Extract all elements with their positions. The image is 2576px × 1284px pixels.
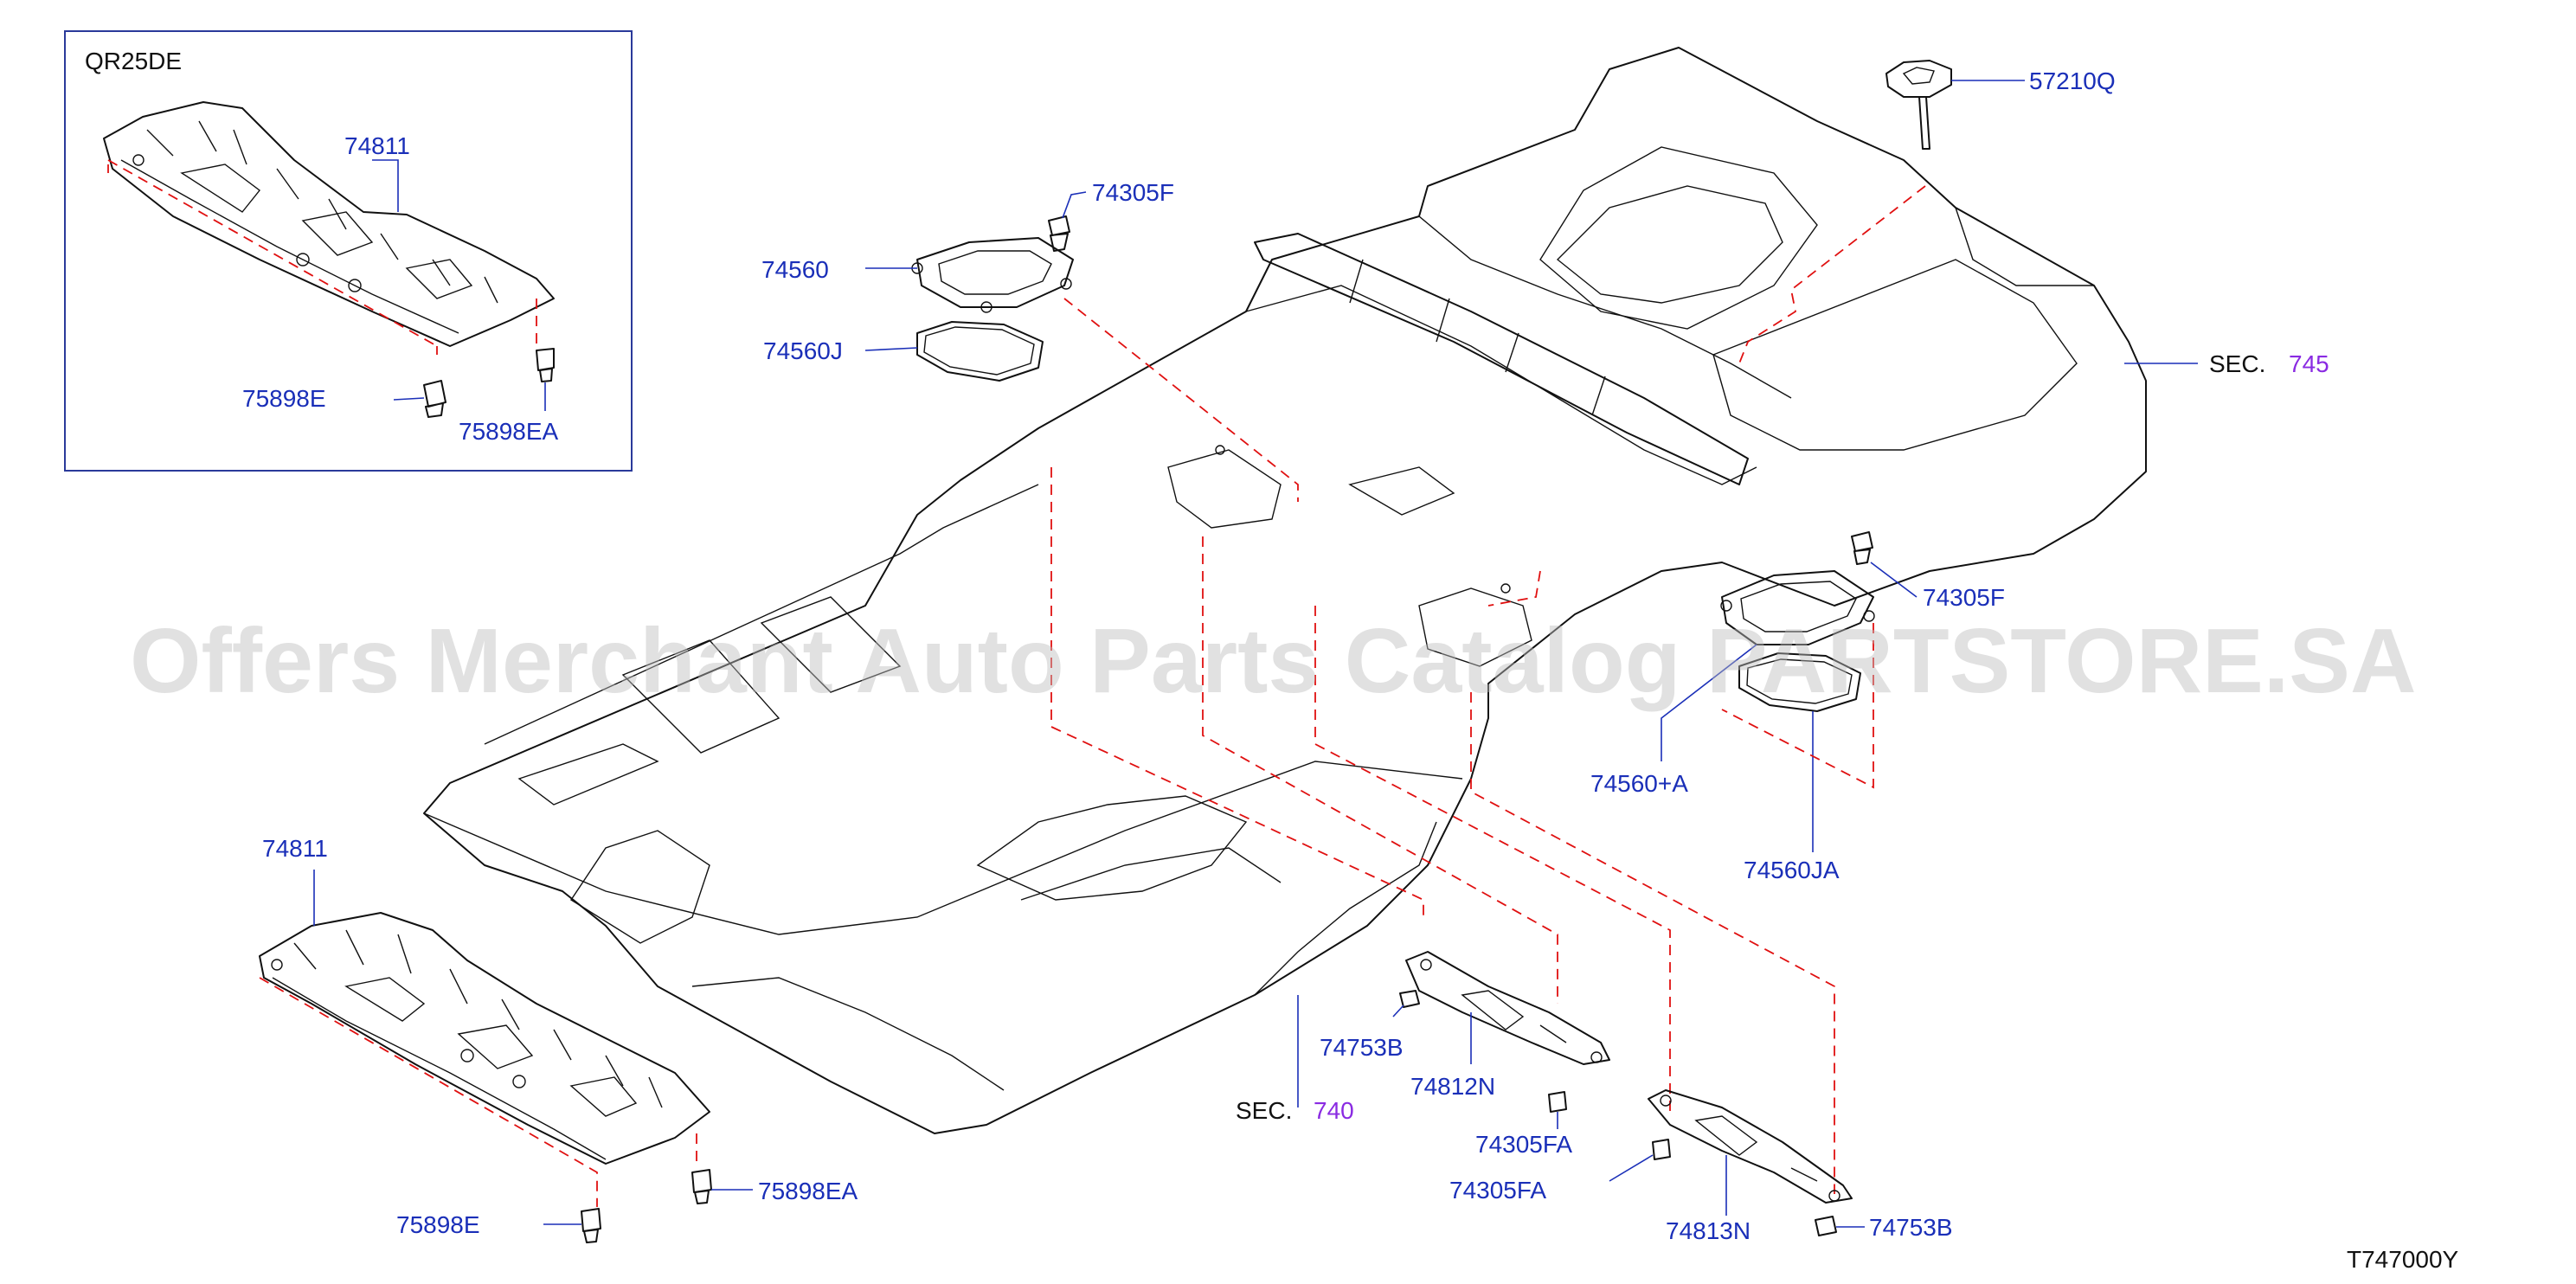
sec-745-number[interactable]: 745 (2289, 350, 2329, 377)
part-74560ja[interactable] (1738, 652, 1861, 712)
label-74811: 74811 (262, 835, 328, 862)
label-75898ea: 75898EA (758, 1178, 858, 1204)
inset-label-75898e: 75898E (242, 385, 326, 412)
part-74560[interactable] (911, 237, 1074, 313)
diagram-code: T747000Y (2347, 1246, 2459, 1273)
label-74560a: 74560+A (1590, 770, 1688, 797)
clip-74305fa-2[interactable] (1652, 1139, 1671, 1160)
inset-label-75898ea: 75898EA (459, 418, 559, 445)
inset-undercover-74811[interactable] (103, 101, 555, 347)
part-74813n[interactable] (1648, 1089, 1853, 1204)
nut-74753b-1[interactable] (1399, 990, 1420, 1008)
inset-title: QR25DE (85, 48, 182, 74)
label-74560ja: 74560JA (1744, 857, 1840, 883)
part-74305f-top[interactable] (1048, 215, 1070, 252)
sec-740-prefix: SEC. (1236, 1097, 1292, 1124)
sec-745-prefix: SEC. (2209, 350, 2265, 377)
label-57210q: 57210Q (2029, 67, 2116, 94)
floor-panel-assembly[interactable] (423, 47, 2147, 1134)
clip-75898e[interactable] (581, 1208, 601, 1243)
label-74305f-top: 74305F (1092, 179, 1174, 206)
clip-75898ea[interactable] (691, 1169, 712, 1204)
part-57210q[interactable] (1885, 60, 1952, 150)
inset-label-74811: 74811 (344, 132, 410, 159)
part-74560j[interactable] (916, 321, 1044, 382)
label-74560j: 74560J (763, 337, 843, 364)
clip-74305fa-1[interactable] (1548, 1091, 1567, 1113)
label-75898e: 75898E (396, 1211, 480, 1238)
part-74812n[interactable] (1405, 951, 1610, 1065)
inset-panel: QR25DE 74811 75898E 75898EA (64, 30, 633, 472)
label-74560: 74560 (761, 256, 829, 283)
label-74305f-right: 74305F (1923, 584, 2005, 611)
sec-740-number[interactable]: 740 (1314, 1097, 1354, 1124)
label-74813n: 74813N (1666, 1217, 1751, 1244)
nut-74753b-2[interactable] (1815, 1216, 1837, 1236)
inset-clip-75898ea[interactable] (536, 348, 555, 382)
label-74305fa-1: 74305FA (1475, 1131, 1572, 1158)
label-74753b-1: 74753B (1320, 1034, 1404, 1061)
part-74305f-right[interactable] (1851, 531, 1873, 565)
label-74753b-2: 74753B (1869, 1214, 1953, 1241)
part-74560a[interactable] (1720, 570, 1875, 645)
label-74305fa-2: 74305FA (1449, 1177, 1546, 1204)
watermark-text: Offers Merchant Auto Parts Catalog PARTS… (130, 610, 2417, 712)
undercover-74811[interactable] (259, 912, 710, 1165)
inset-clip-75898e[interactable] (423, 380, 446, 418)
label-74812n: 74812N (1410, 1073, 1495, 1100)
inset-frame (64, 30, 633, 472)
